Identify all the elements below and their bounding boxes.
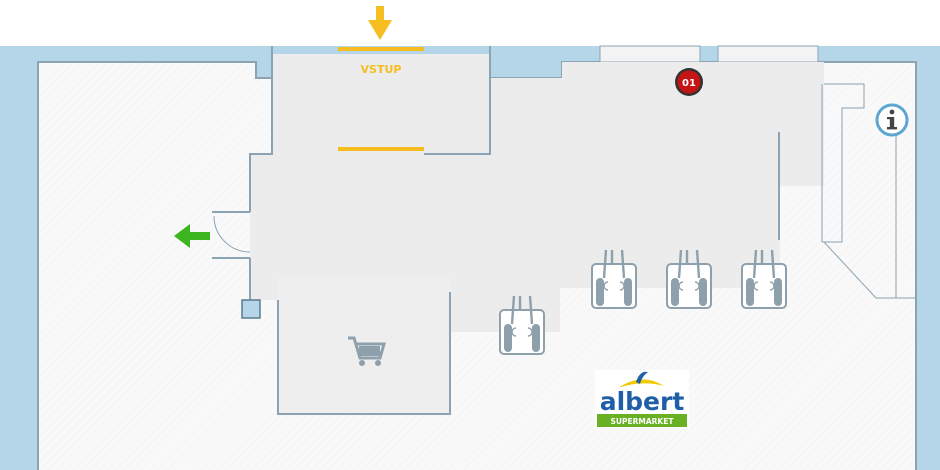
service-counter — [821, 83, 865, 243]
logo-tagline: SUPERMARKET — [611, 417, 675, 426]
logo-leaf-yellow — [618, 379, 664, 388]
entrance: VSTUP — [338, 6, 424, 151]
vestibule-wall — [249, 54, 273, 212]
logo-leaf-blue — [636, 371, 648, 384]
exit-door-swing — [213, 215, 251, 253]
arrow-left-icon — [174, 224, 210, 248]
entrance-door-inner — [338, 147, 424, 151]
window-niche-2 — [717, 45, 819, 63]
interior-walls — [241, 54, 916, 415]
arrow-down-icon — [368, 6, 392, 40]
vestibule-wall-right — [424, 54, 491, 155]
logo-brand: albert — [600, 387, 685, 416]
entrance-label: VSTUP — [361, 63, 402, 76]
entrance-door-outer — [338, 47, 424, 51]
cart-zone-wall — [277, 292, 451, 415]
shopping-cart-icon — [348, 336, 386, 366]
albert-logo: albert SUPERMARKET — [595, 370, 689, 428]
service-area-outline — [823, 241, 916, 299]
info-icon[interactable] — [875, 103, 909, 137]
entrance-vestibule — [272, 54, 490, 154]
pillar — [241, 299, 261, 319]
store-number-label: 01 — [682, 78, 696, 89]
window-niche-1 — [599, 45, 701, 63]
logo-tagline-band — [597, 414, 687, 427]
emergency-exit — [174, 211, 251, 259]
store-number-marker[interactable]: 01 — [675, 68, 703, 96]
